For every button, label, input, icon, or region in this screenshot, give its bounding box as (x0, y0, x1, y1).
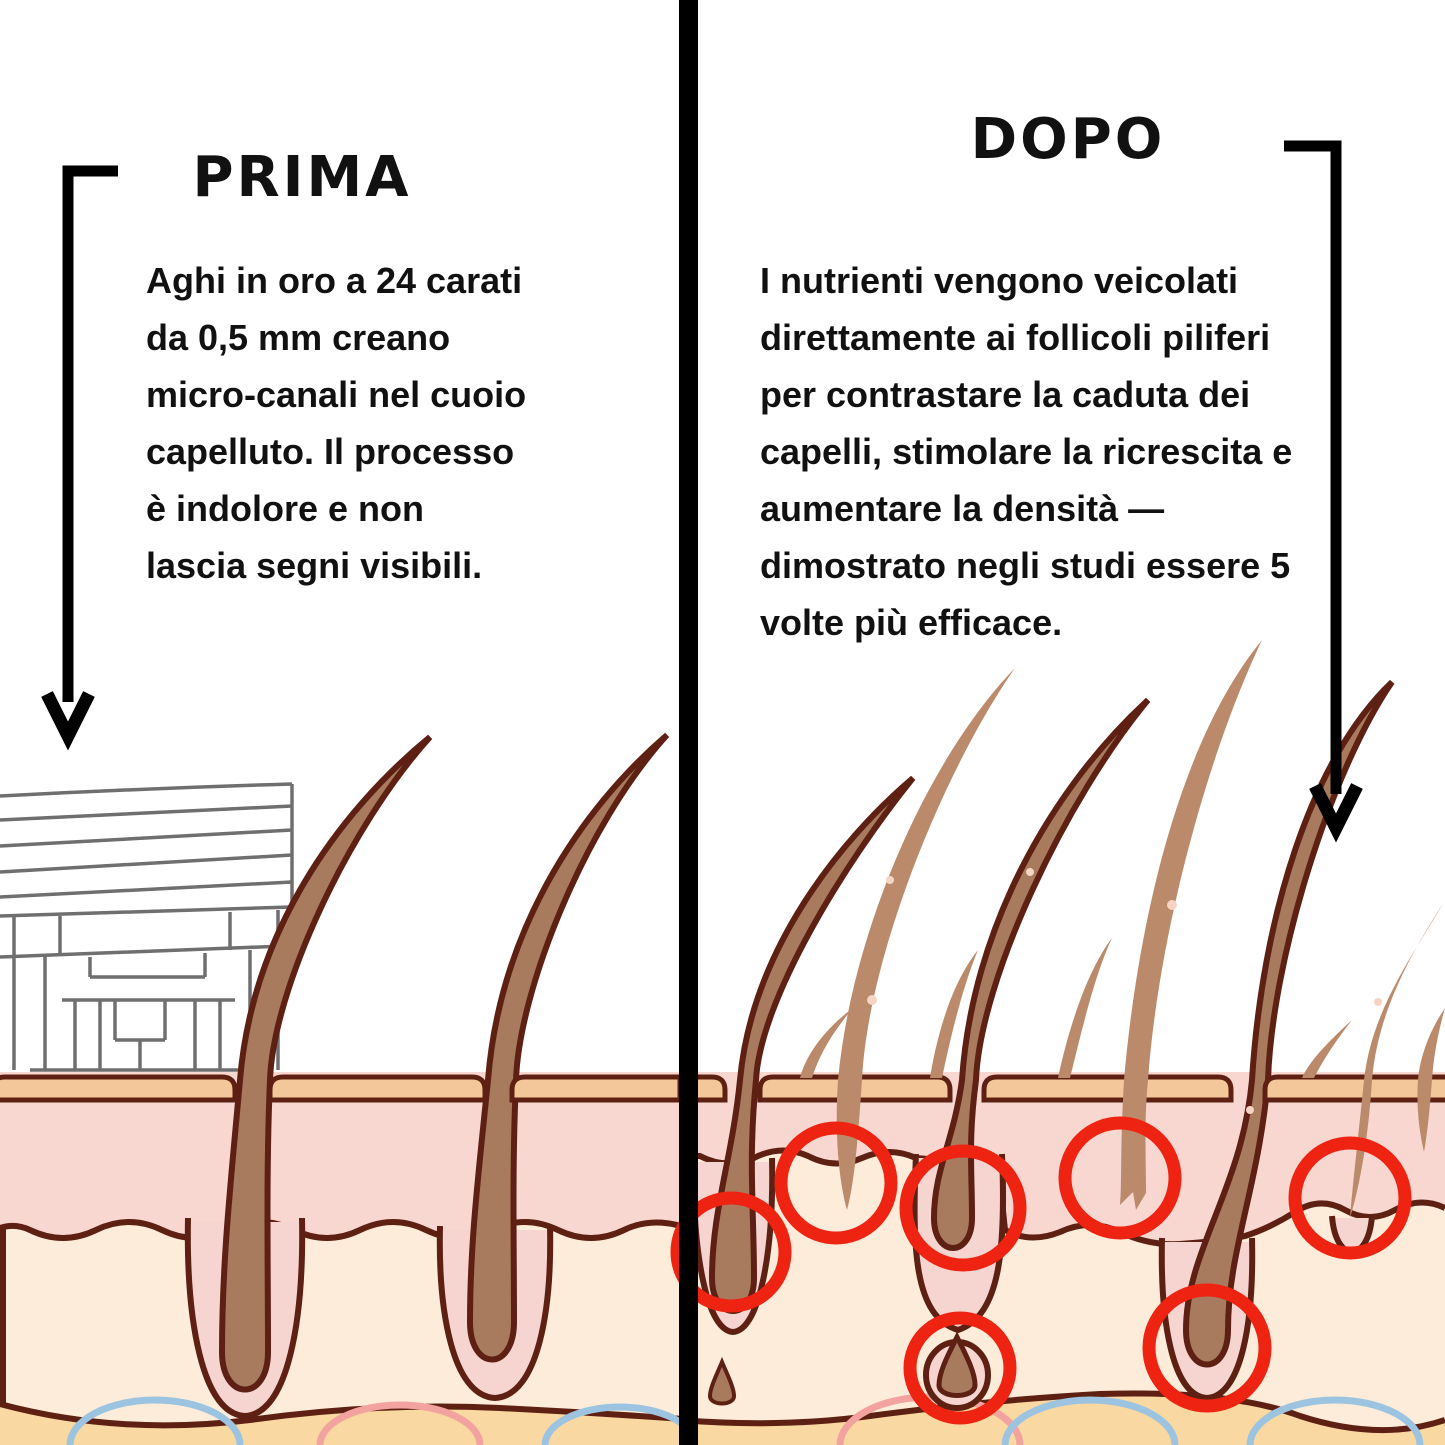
new-hair-sprout (936, 1331, 978, 1398)
follicle-highlight-circle (899, 1144, 1027, 1272)
hair (218, 734, 433, 1393)
new-growth-hairs (800, 640, 1445, 1218)
nutrient-dots (867, 868, 1382, 1114)
center-divider (679, 0, 698, 1445)
sebum-droplet (707, 1356, 737, 1406)
hair (1417, 1008, 1445, 1152)
before-title: PRIMA (192, 145, 412, 210)
after-description: I nutrienti vengono veicolati direttamen… (760, 260, 1293, 643)
blood-vessel (1001, 1396, 1179, 1445)
follicle-highlight-circle (1288, 1136, 1412, 1260)
before-description: Aghi in oro a 24 carati da 0,5 mm creano… (146, 260, 527, 586)
hair (836, 668, 1015, 1210)
follicle-highlight-circle (903, 1311, 1017, 1425)
epidermis-layer (677, 1074, 1445, 1103)
hair-short (1058, 938, 1112, 1078)
hair (466, 732, 670, 1363)
follicle-highlight-circle (1058, 1116, 1182, 1240)
hair-short (800, 1008, 853, 1078)
follicle-highlight-circle (774, 1121, 898, 1245)
hair (1182, 679, 1395, 1368)
after-arrow (1284, 140, 1363, 843)
hair-broken (1120, 640, 1262, 1210)
blood-vessel (316, 1401, 484, 1445)
dermis-layer (0, 1072, 697, 1238)
after-skin-panel (670, 640, 1445, 1445)
hair-short (930, 950, 978, 1078)
follicle-highlight-circle (670, 1191, 792, 1313)
follicle-highlight-circles (670, 1116, 1412, 1425)
before-arrow (41, 165, 118, 751)
blood-vessel (836, 1393, 1024, 1445)
hair (930, 697, 1151, 1251)
after-title: DOPO (970, 107, 1166, 172)
blood-vessel (66, 1396, 244, 1445)
hair-short (1302, 1020, 1352, 1078)
blood-vessel (1246, 1396, 1424, 1445)
hair (1350, 902, 1444, 1218)
epidermis-layer (0, 1074, 700, 1103)
subcutis-band (0, 1404, 697, 1445)
before-skin-panel (0, 732, 700, 1445)
follicle-highlight-circle (1142, 1283, 1272, 1413)
